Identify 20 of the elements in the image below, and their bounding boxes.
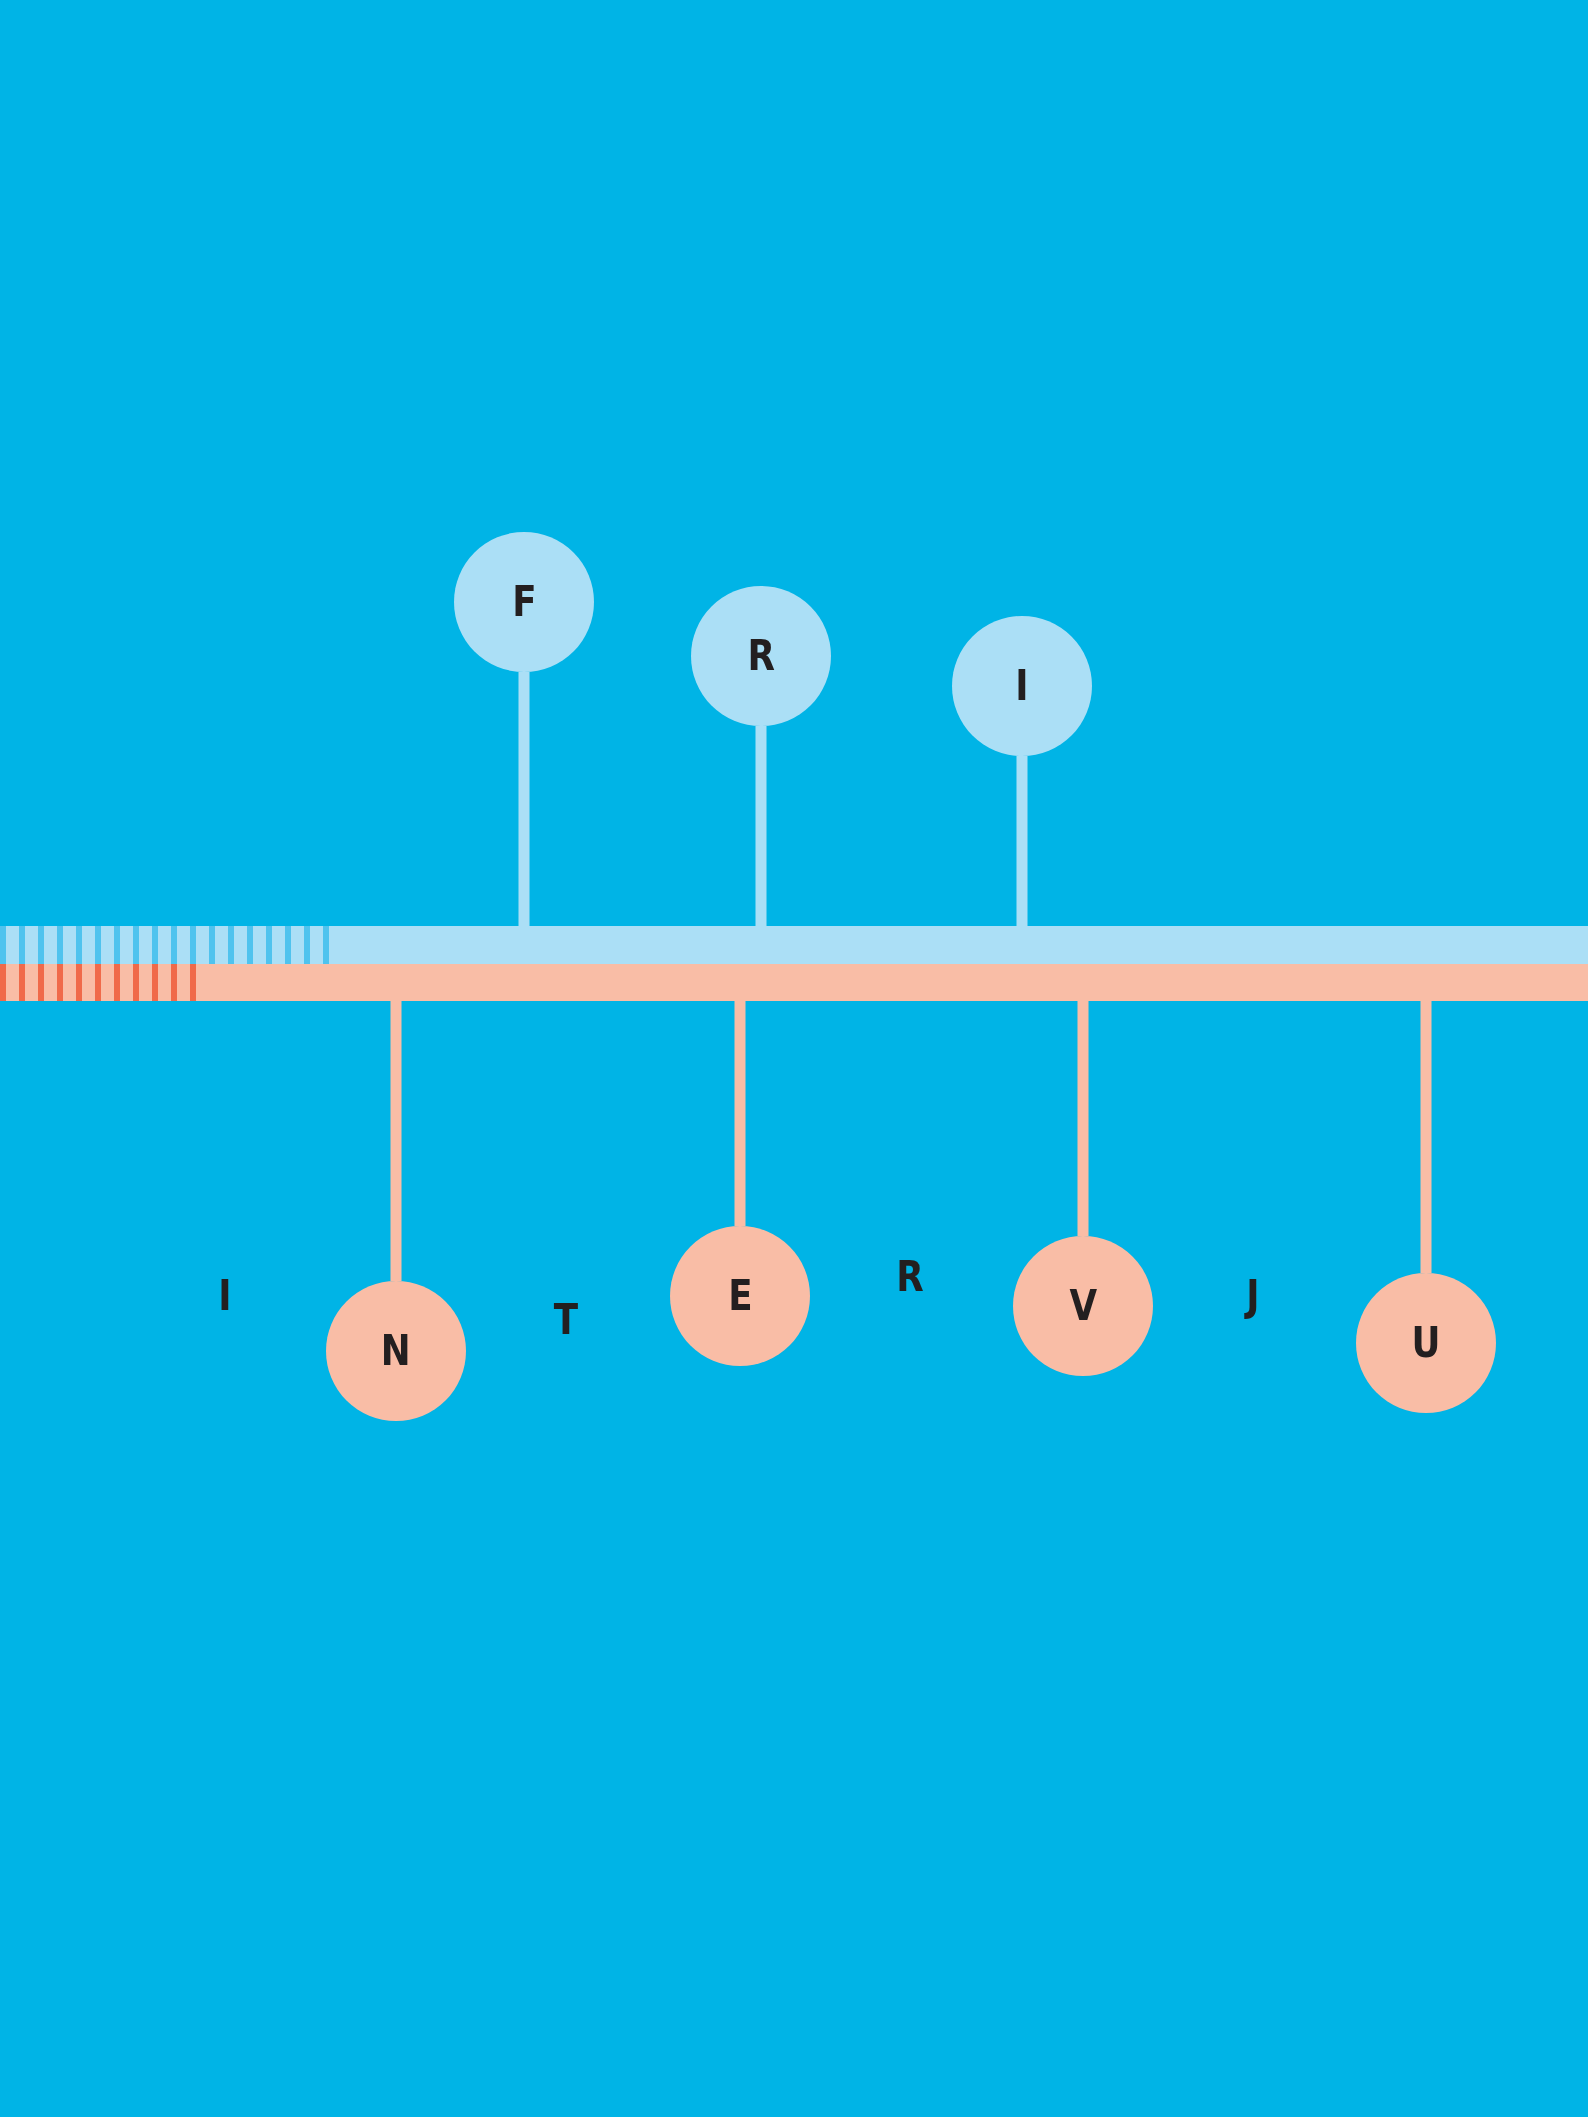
letter-circle: E (670, 1226, 810, 1366)
letter-circle: R (691, 586, 831, 726)
connector-line (755, 726, 767, 926)
letter-label: T (553, 1299, 579, 1341)
connector-line (1016, 756, 1028, 926)
letter-circle: F (454, 532, 594, 672)
connector-line (1077, 1001, 1089, 1236)
connector-line (734, 1001, 746, 1226)
letter-circle: I (952, 616, 1092, 756)
letter-circle: V (1013, 1236, 1153, 1376)
letter-circle: N (326, 1281, 466, 1421)
connector-line (390, 1001, 402, 1281)
letter-circle: U (1356, 1273, 1496, 1413)
letter-label: I (218, 1275, 232, 1317)
letter-label: J (1246, 1275, 1260, 1317)
connector-line (518, 672, 530, 926)
timeline-bar (0, 964, 1588, 1001)
timeline-bar (0, 926, 1588, 964)
letter-label: R (896, 1256, 924, 1298)
connector-line (1420, 1001, 1432, 1273)
